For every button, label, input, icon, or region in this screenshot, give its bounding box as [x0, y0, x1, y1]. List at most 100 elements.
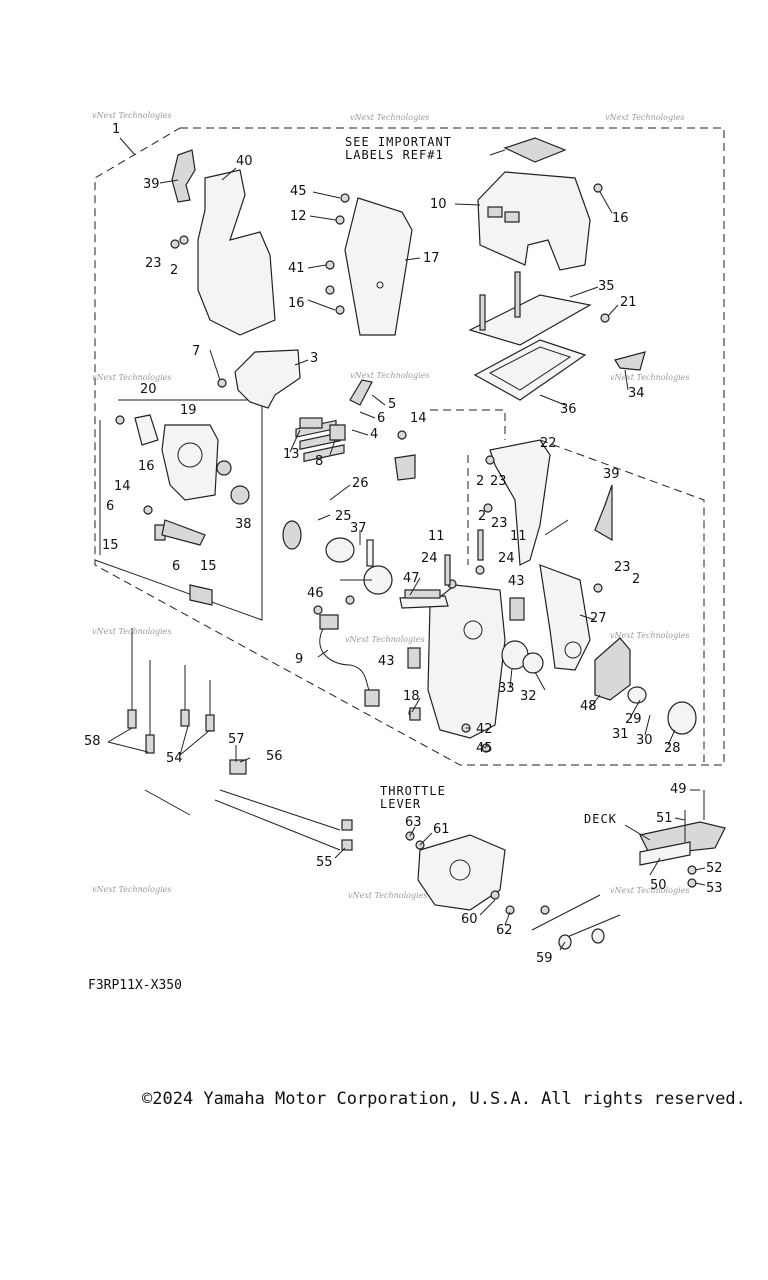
inner-group-boundary	[467, 439, 705, 765]
callout: 57	[228, 732, 245, 747]
callout: 61	[433, 822, 450, 837]
callout: 39	[143, 177, 160, 192]
svg-text:vNext Technologies: vNext Technologies	[610, 886, 689, 895]
control-body	[427, 584, 506, 739]
mounting-plate	[344, 197, 413, 336]
callout-numbers: 1 40 39 45 12 10 16 23 2 17 41 16 35 21 …	[84, 122, 723, 966]
callout: 5	[388, 397, 396, 412]
callout: 22	[540, 436, 557, 451]
callout: 40	[236, 154, 253, 169]
callout: 31	[612, 727, 629, 742]
top-cover	[477, 171, 591, 271]
callout: 47	[403, 571, 420, 586]
callout: 27	[590, 611, 607, 626]
labels-ref-text: LABELS REF#1	[345, 148, 444, 162]
callout: 53	[706, 881, 723, 896]
svg-text:vNext Technologies: vNext Technologies	[348, 891, 427, 900]
callout: 34	[628, 386, 645, 401]
bracket	[234, 349, 301, 409]
callout: 11	[510, 529, 527, 544]
svg-text:vNext Technologies: vNext Technologies	[92, 885, 171, 894]
callout: 43	[508, 574, 525, 589]
callout: 6	[377, 411, 385, 426]
callout: 15	[200, 559, 217, 574]
callout: 59	[536, 951, 553, 966]
callout: 19	[180, 403, 197, 418]
throttle-label: THROTTLE	[380, 784, 446, 798]
svg-text:vNext Technologies: vNext Technologies	[610, 373, 689, 382]
callout: 50	[650, 878, 667, 893]
callout: 35	[598, 279, 615, 294]
callout: 18	[403, 689, 420, 704]
callout: 28	[664, 741, 681, 756]
callout: 23	[145, 256, 162, 271]
throttle-lever-body	[417, 834, 506, 911]
assembly-boundary	[94, 127, 725, 766]
callout: 13	[283, 447, 300, 462]
svg-text:vNext Technologies: vNext Technologies	[92, 627, 171, 636]
callout: 55	[316, 855, 333, 870]
svg-text:vNext Technologies: vNext Technologies	[345, 635, 424, 644]
callout: 3	[310, 351, 318, 366]
callout: 56	[266, 749, 283, 764]
callout: 10	[430, 197, 447, 212]
svg-text:vNext Technologies: vNext Technologies	[350, 371, 429, 380]
callout: 9	[295, 652, 303, 667]
cam-plate	[594, 637, 631, 701]
callout: 7	[192, 344, 200, 359]
labels-tag	[503, 137, 567, 163]
callout: 60	[461, 912, 478, 927]
callout: 23	[614, 560, 631, 575]
callout: 41	[288, 261, 305, 276]
callout: 23	[491, 516, 508, 531]
svg-text:vNext Technologies: vNext Technologies	[92, 111, 171, 120]
callout: 24	[498, 551, 515, 566]
callout: 6	[172, 559, 180, 574]
gear-housing	[161, 424, 219, 501]
neutral-clip	[171, 149, 196, 203]
callout: 33	[498, 681, 515, 696]
callout: 6	[106, 499, 114, 514]
callout: 36	[560, 402, 577, 417]
base-plate	[468, 294, 592, 346]
knob	[667, 701, 697, 735]
callout: 32	[520, 689, 537, 704]
callout: 26	[352, 476, 369, 491]
callout: 52	[706, 861, 723, 876]
callout: 42	[476, 722, 493, 737]
shift-arm	[489, 439, 551, 566]
callout: 17	[423, 251, 440, 266]
wire-harness	[319, 624, 373, 696]
callout: 30	[636, 733, 653, 748]
watermarks: vNext Technologies vNext Technologies vN…	[92, 111, 689, 900]
callout: 54	[166, 751, 183, 766]
callout: 25	[335, 509, 352, 524]
callout: 4	[370, 427, 378, 442]
svg-text:vNext Technologies: vNext Technologies	[610, 631, 689, 640]
bolts	[115, 183, 697, 915]
lever-arm	[539, 564, 591, 671]
callout: 37	[350, 521, 367, 536]
callout: 51	[656, 811, 673, 826]
callout: 2	[632, 572, 640, 587]
gasket	[473, 339, 587, 401]
callout: 16	[288, 296, 305, 311]
callout: 48	[580, 699, 597, 714]
callout: 45	[290, 184, 307, 199]
deck-label: DECK	[584, 812, 617, 826]
callout: 8	[315, 454, 323, 469]
callout: 2	[478, 509, 486, 524]
callout: 14	[410, 411, 427, 426]
callout: 1	[112, 122, 120, 137]
svg-text:vNext Technologies: vNext Technologies	[350, 113, 429, 122]
cables-58	[127, 628, 155, 754]
callout: 43	[378, 654, 395, 669]
cables-54	[180, 665, 215, 732]
callout: 38	[235, 517, 252, 532]
callout: 39	[603, 467, 620, 482]
svg-text:vNext Technologies: vNext Technologies	[605, 113, 684, 122]
callout: 2	[170, 263, 178, 278]
callout: 63	[405, 815, 422, 830]
callout: 23	[490, 474, 507, 489]
